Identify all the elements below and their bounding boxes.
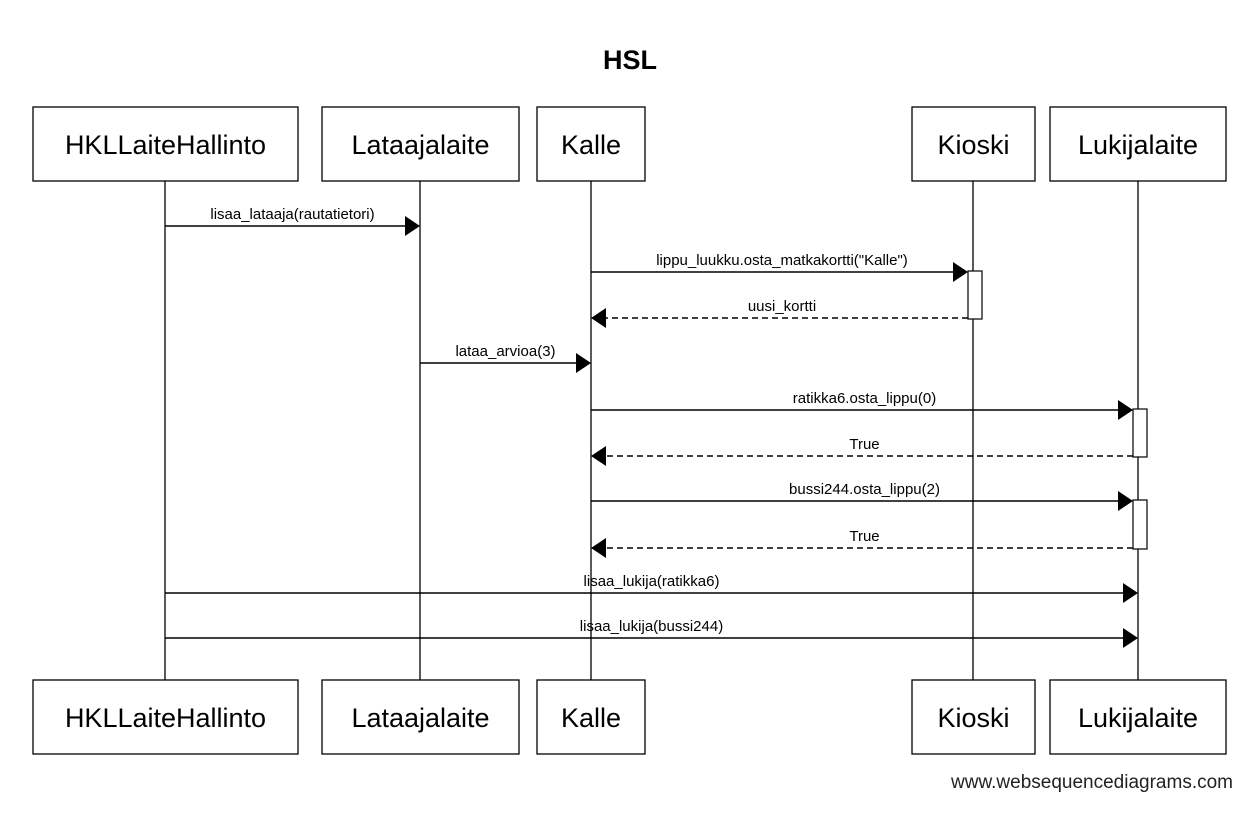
participant-name: Kioski [937, 703, 1009, 733]
participant-box-hkl-bottom: HKLLaiteHallinto [32, 679, 299, 755]
participant-box-frame [1049, 106, 1227, 182]
participant-box-frame [32, 679, 299, 755]
call-message-8: lisaa_lukija(ratikka6) [165, 573, 1138, 603]
participant-name: Kioski [937, 130, 1009, 160]
participant-name: Lukijalaite [1078, 130, 1198, 160]
message-label: lisaa_lataaja(rautatietori) [210, 206, 374, 223]
participant-name: HKLLaiteHallinto [65, 130, 266, 160]
arrow-head-icon [405, 216, 420, 236]
call-message-3: lataa_arvioa(3) [420, 343, 591, 373]
message-label: True [849, 528, 879, 545]
diagram-title: HSL [603, 45, 657, 75]
call-message-9: lisaa_lukija(bussi244) [165, 618, 1138, 648]
arrow-head-icon [1118, 400, 1133, 420]
participant-box-lataaja-bottom: Lataajalaite [321, 679, 520, 755]
participant-box-frame [321, 679, 520, 755]
message-label: lisaa_lukija(bussi244) [580, 618, 723, 635]
message-label: bussi244.osta_lippu(2) [789, 481, 940, 498]
activation-bar [1132, 499, 1148, 550]
arrow-head-icon [591, 538, 606, 558]
participant-box-frame [1049, 679, 1227, 755]
participant-box-hkl-top: HKLLaiteHallinto [32, 106, 299, 182]
participant-name: Lataajalaite [351, 130, 489, 160]
arrow-head-icon [1123, 583, 1138, 603]
arrow-head-icon [1123, 628, 1138, 648]
message-label: uusi_kortti [748, 298, 816, 315]
arrow-head-icon [1118, 491, 1133, 511]
return-message-5: True [591, 436, 1133, 466]
participant-box-kalle-top: Kalle [536, 106, 646, 182]
participant-box-frame [32, 106, 299, 182]
watermark-text: www.websequencediagrams.com [950, 772, 1233, 793]
message-label: lataa_arvioa(3) [455, 343, 555, 360]
participant-box-kioski-top: Kioski [911, 106, 1036, 182]
activation-bar [967, 270, 983, 320]
activation-bar [1132, 408, 1148, 458]
arrow-head-icon [591, 446, 606, 466]
participant-box-frame [911, 106, 1036, 182]
return-message-2: uusi_kortti [591, 298, 968, 328]
participant-box-lataaja-top: Lataajalaite [321, 106, 520, 182]
participant-box-frame [911, 679, 1036, 755]
message-label: lisaa_lukija(ratikka6) [584, 573, 720, 590]
message-label: lippu_luukku.osta_matkakortti("Kalle") [656, 252, 908, 269]
call-message-4: ratikka6.osta_lippu(0) [591, 390, 1133, 420]
return-message-7: True [591, 528, 1133, 558]
message-label: ratikka6.osta_lippu(0) [793, 390, 936, 407]
participant-box-kioski-bottom: Kioski [911, 679, 1036, 755]
arrow-head-icon [953, 262, 968, 282]
participant-box-lukija-top: Lukijalaite [1049, 106, 1227, 182]
message-label: True [849, 436, 879, 453]
call-message-0: lisaa_lataaja(rautatietori) [165, 206, 420, 236]
participant-name: Lataajalaite [351, 703, 489, 733]
participant-box-lukija-bottom: Lukijalaite [1049, 679, 1227, 755]
participant-name: Lukijalaite [1078, 703, 1198, 733]
call-message-6: bussi244.osta_lippu(2) [591, 481, 1133, 511]
participant-box-kalle-bottom: Kalle [536, 679, 646, 755]
participant-name: Kalle [561, 130, 621, 160]
participant-name: HKLLaiteHallinto [65, 703, 266, 733]
arrow-head-icon [576, 353, 591, 373]
participant-box-frame [536, 106, 646, 182]
arrow-head-icon [591, 308, 606, 328]
participant-name: Kalle [561, 703, 621, 733]
participant-box-frame [321, 106, 520, 182]
participant-box-frame [536, 679, 646, 755]
call-message-1: lippu_luukku.osta_matkakortti("Kalle") [591, 252, 968, 282]
